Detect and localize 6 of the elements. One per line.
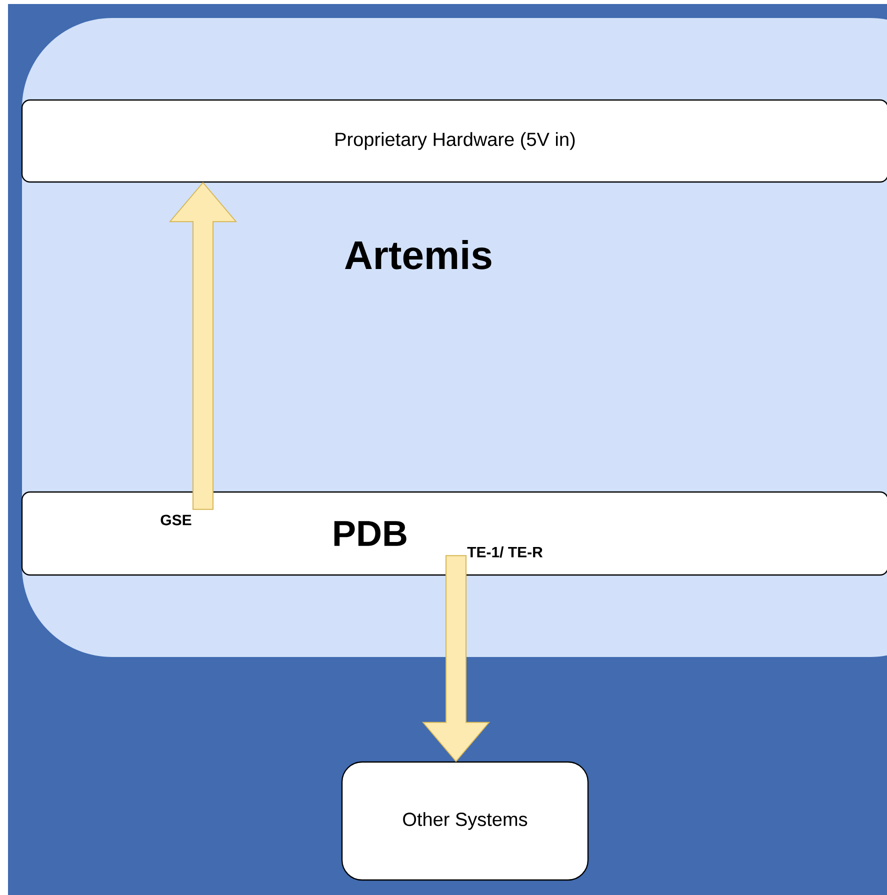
port-label: GSE (160, 514, 192, 526)
block-arrow (422, 555, 490, 762)
hardware-box: Proprietary Hardware (5V in) (21, 99, 887, 183)
port-label: TE-1/ TE-R (467, 546, 543, 558)
block-arrow (168, 182, 238, 510)
system-box: Other Systems (341, 761, 589, 881)
